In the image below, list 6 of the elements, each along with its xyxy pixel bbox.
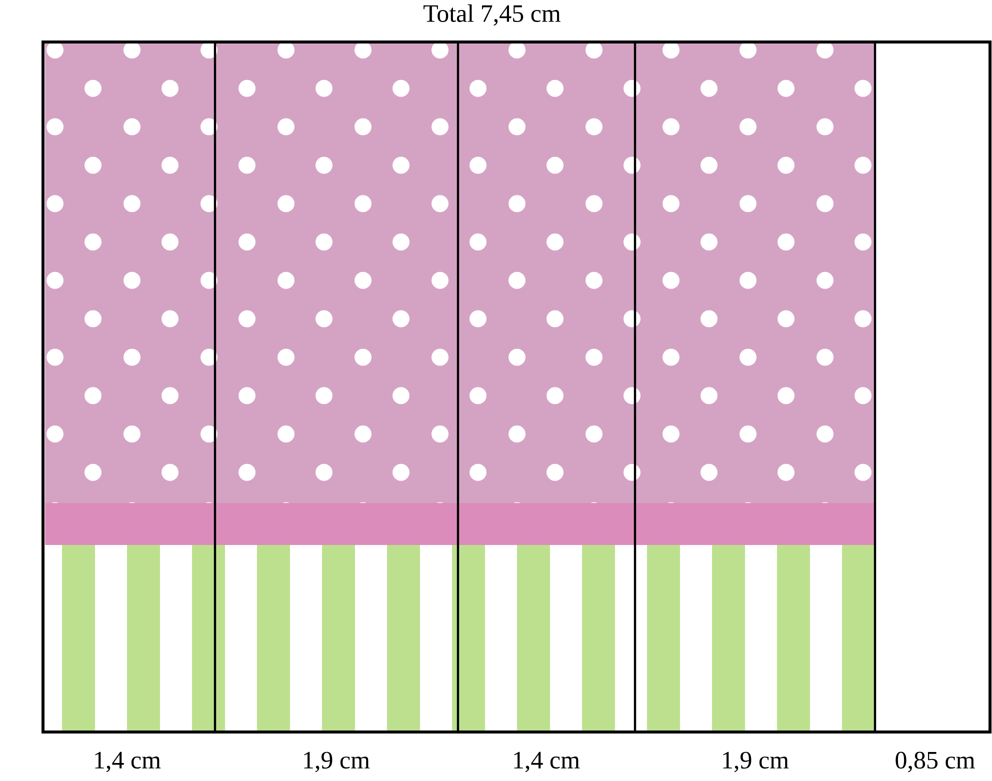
dimension-label: 1,9 cm	[723, 752, 789, 772]
dimension-label: 1,9 cm	[304, 752, 370, 772]
dimension-label: 0,85 cm	[896, 752, 975, 772]
dimension-label: 1,4 cm	[95, 752, 161, 772]
dimension-label: 1,4 cm	[514, 752, 580, 772]
dimension-label: Total 7,45 cm	[424, 4, 561, 26]
